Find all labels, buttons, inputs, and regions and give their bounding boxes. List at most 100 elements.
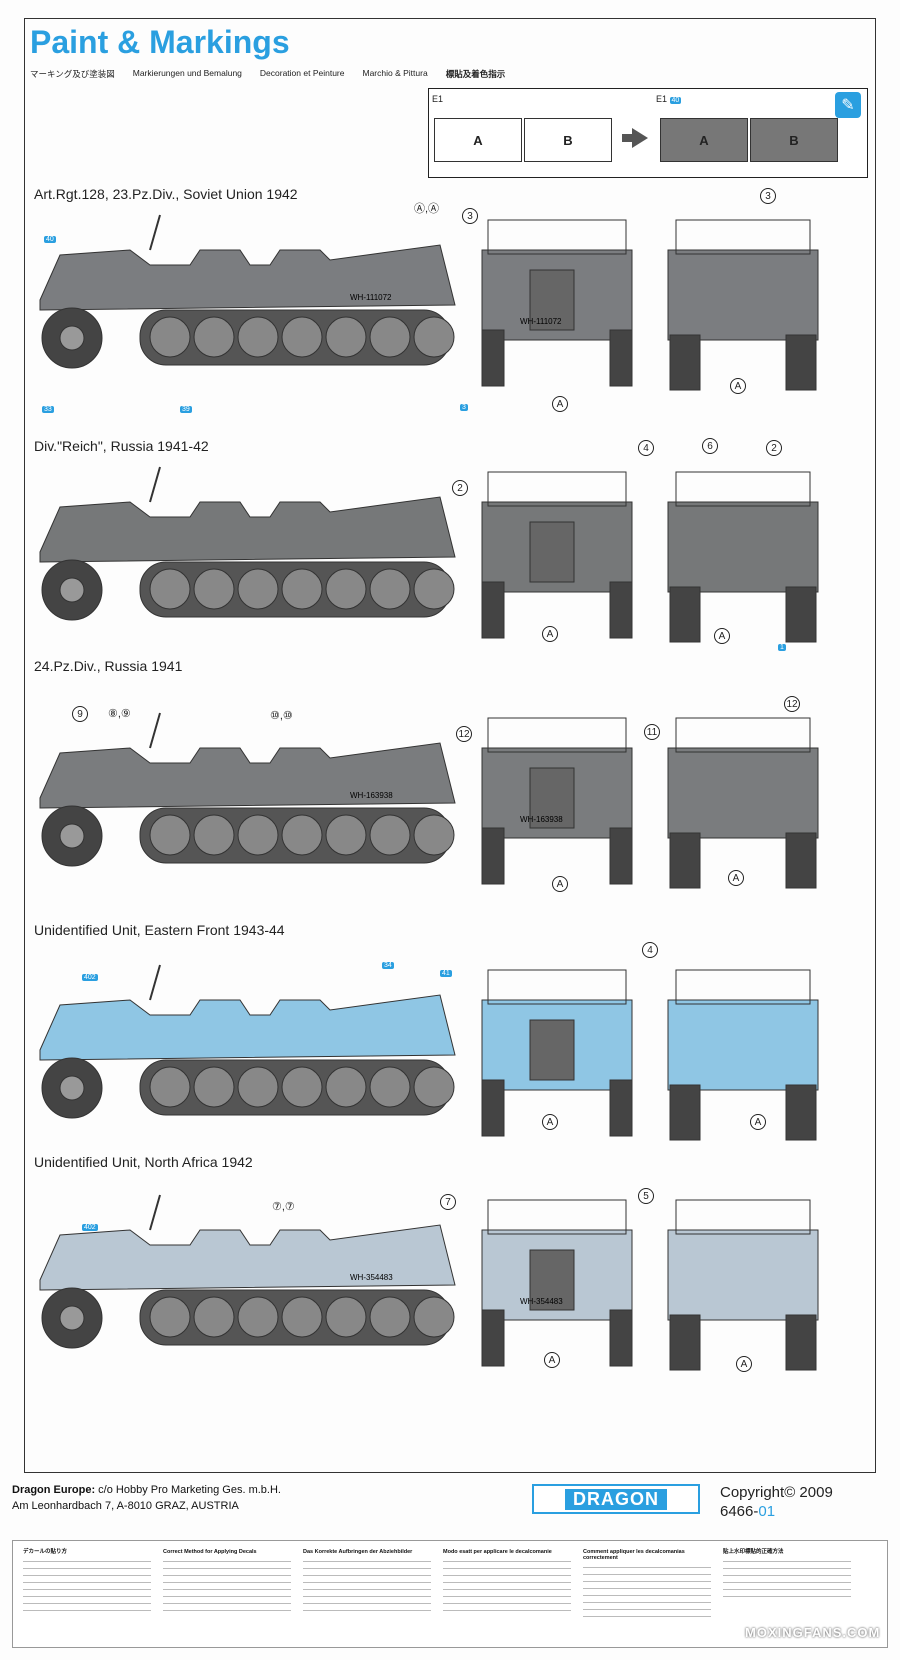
road-wheel-2-7 xyxy=(413,568,455,610)
vehicle-rear-body-4 xyxy=(667,999,819,1091)
callout-scheme1-front: 3 xyxy=(462,208,478,224)
lang-de: Markierungen und Bemalung xyxy=(132,68,242,78)
vehicle-front-canopy-3 xyxy=(487,717,627,753)
scheme-title-4: Unidentified Unit, Eastern Front 1943-44 xyxy=(34,922,285,938)
vehicle-side-body-5 xyxy=(39,1224,456,1291)
lang-fr: Decoration et Peinture xyxy=(259,68,345,78)
decal-instructions: デカールの貼り方 Correct Method for Applying Dec… xyxy=(12,1540,888,1648)
vehicle-rear-canopy-2 xyxy=(675,471,811,507)
color-badge: 40 xyxy=(669,97,682,104)
vehicle-front-canopy-2 xyxy=(487,471,627,507)
road-wheel-5-4 xyxy=(281,1296,323,1338)
road-wheel-3-7 xyxy=(413,814,455,856)
road-wheel-4-1 xyxy=(149,1066,191,1108)
vehicle-side-body-4 xyxy=(39,994,456,1061)
road-wheel-4-6 xyxy=(369,1066,411,1108)
road-wheel-4-7 xyxy=(413,1066,455,1108)
callout-scheme5-bottom: A xyxy=(544,1352,560,1368)
dragon-logo: DRAGON xyxy=(532,1484,700,1514)
instruction-col-cn: 貼上水印標貼的正確方法 xyxy=(723,1549,851,1639)
road-wheel-1-3 xyxy=(237,316,279,358)
badge-scheme4-b: 34 xyxy=(382,962,394,969)
watermark: MOXINGFANS.COM xyxy=(745,1625,881,1640)
decal-sheet-a: A xyxy=(434,118,522,162)
badge-scheme1-d: 3 xyxy=(460,404,468,411)
vehicle-front-grille-5 xyxy=(529,1249,575,1311)
vehicle-rear-track-left-5 xyxy=(669,1314,701,1371)
scheme-title-3: 24.Pz.Div., Russia 1941 xyxy=(34,658,183,674)
badge-scheme1-a: 40 xyxy=(44,236,56,243)
road-wheel-1-2 xyxy=(193,316,235,358)
page-title: Paint & Markings xyxy=(30,24,290,60)
callout-scheme2-front-b: 4 xyxy=(638,440,654,456)
instruction-col-de: Das Korrekte Aufbringen der Abziehbilder xyxy=(303,1549,431,1639)
instruction-col-jp: デカールの貼り方 xyxy=(23,1549,151,1639)
plate-side-5: WH-354483 xyxy=(350,1273,393,1282)
badge-scheme1-b: 33 xyxy=(42,406,54,413)
callout-scheme3-front-a: 12 xyxy=(456,726,472,742)
front-hub-2 xyxy=(59,577,85,603)
road-wheel-5-5 xyxy=(325,1296,367,1338)
vehicle-rear-canopy-4 xyxy=(675,969,811,1005)
road-wheel-2-4 xyxy=(281,568,323,610)
callout-scheme3-front-b: 11 xyxy=(644,724,660,740)
callout-scheme1-bottom: A xyxy=(552,396,568,412)
callout-scheme2-rear-a: 6 xyxy=(702,438,718,454)
callout-scheme2-front-a: 2 xyxy=(452,480,468,496)
badge-scheme5: 402 xyxy=(82,1224,98,1231)
vehicle-front-grille-2 xyxy=(529,521,575,583)
road-wheel-2-2 xyxy=(193,568,235,610)
front-hub-4 xyxy=(59,1075,85,1101)
callout-scheme3-side-b: ⑧,⑨ xyxy=(108,708,131,720)
road-wheel-3-1 xyxy=(149,814,191,856)
badge-scheme4-a: 402 xyxy=(82,974,98,981)
road-wheel-4-2 xyxy=(193,1066,235,1108)
vehicle-rear-body-1 xyxy=(667,249,819,341)
road-wheel-4-3 xyxy=(237,1066,279,1108)
callout-scheme3-rear-bottom: A xyxy=(728,870,744,886)
callout-scheme1-rear: 3 xyxy=(760,188,776,204)
vehicle-front-wheel-left-2 xyxy=(481,581,505,639)
part-number: 6466-01 xyxy=(720,1503,776,1520)
vehicle-side-body-2 xyxy=(39,496,456,563)
road-wheel-3-5 xyxy=(325,814,367,856)
road-wheel-2-1 xyxy=(149,568,191,610)
road-wheel-2-6 xyxy=(369,568,411,610)
callout-scheme4-front: 4 xyxy=(642,942,658,958)
badge-scheme4-c: 41 xyxy=(440,970,452,977)
front-hub-1 xyxy=(59,325,85,351)
vehicle-rear-track-right-4 xyxy=(785,1084,817,1141)
windshield-frame-4 xyxy=(149,964,161,1001)
company-address-line2: Am Leonhardbach 7, A-8010 GRAZ, AUSTRIA xyxy=(12,1500,239,1512)
vehicle-front-wheel-right-1 xyxy=(609,329,633,387)
vehicle-rear-body-5 xyxy=(667,1229,819,1321)
road-wheel-2-5 xyxy=(325,568,367,610)
content-frame xyxy=(24,18,876,1473)
copyright: Copyright© 2009 xyxy=(720,1484,833,1501)
lang-cn: 標貼及着色指示 xyxy=(445,69,506,79)
vehicle-front-wheel-left-1 xyxy=(481,329,505,387)
vehicle-front-canopy-4 xyxy=(487,969,627,1005)
windshield-frame-5 xyxy=(149,1194,161,1231)
windshield-frame-2 xyxy=(149,466,161,503)
vehicle-rear-track-left-3 xyxy=(669,832,701,889)
vehicle-front-canopy-5 xyxy=(487,1199,627,1235)
plate-front-1: WH-111072 xyxy=(520,317,562,326)
plate-side-3: WH-163938 xyxy=(350,791,393,800)
arrow-right-icon xyxy=(622,128,648,148)
road-wheel-5-2 xyxy=(193,1296,235,1338)
callout-scheme2-bottom: A xyxy=(542,626,558,642)
front-hub-3 xyxy=(59,823,85,849)
plate-side-1: WH-111072 xyxy=(350,293,392,302)
vehicle-front-grille-3 xyxy=(529,767,575,829)
road-wheel-1-6 xyxy=(369,316,411,358)
callout-scheme2-rear-bottom: A xyxy=(714,628,730,644)
callout-scheme1-side: Ⓐ,Ⓐ xyxy=(414,203,440,215)
callout-scheme4-rear-bottom: A xyxy=(750,1114,766,1130)
vehicle-side-body-1 xyxy=(39,244,456,311)
decal-sheet-b: B xyxy=(524,118,612,162)
decal-sheet-a-painted: A xyxy=(660,118,748,162)
lang-jp: マーキング及び塗装図 xyxy=(30,69,115,79)
road-wheel-3-2 xyxy=(193,814,235,856)
